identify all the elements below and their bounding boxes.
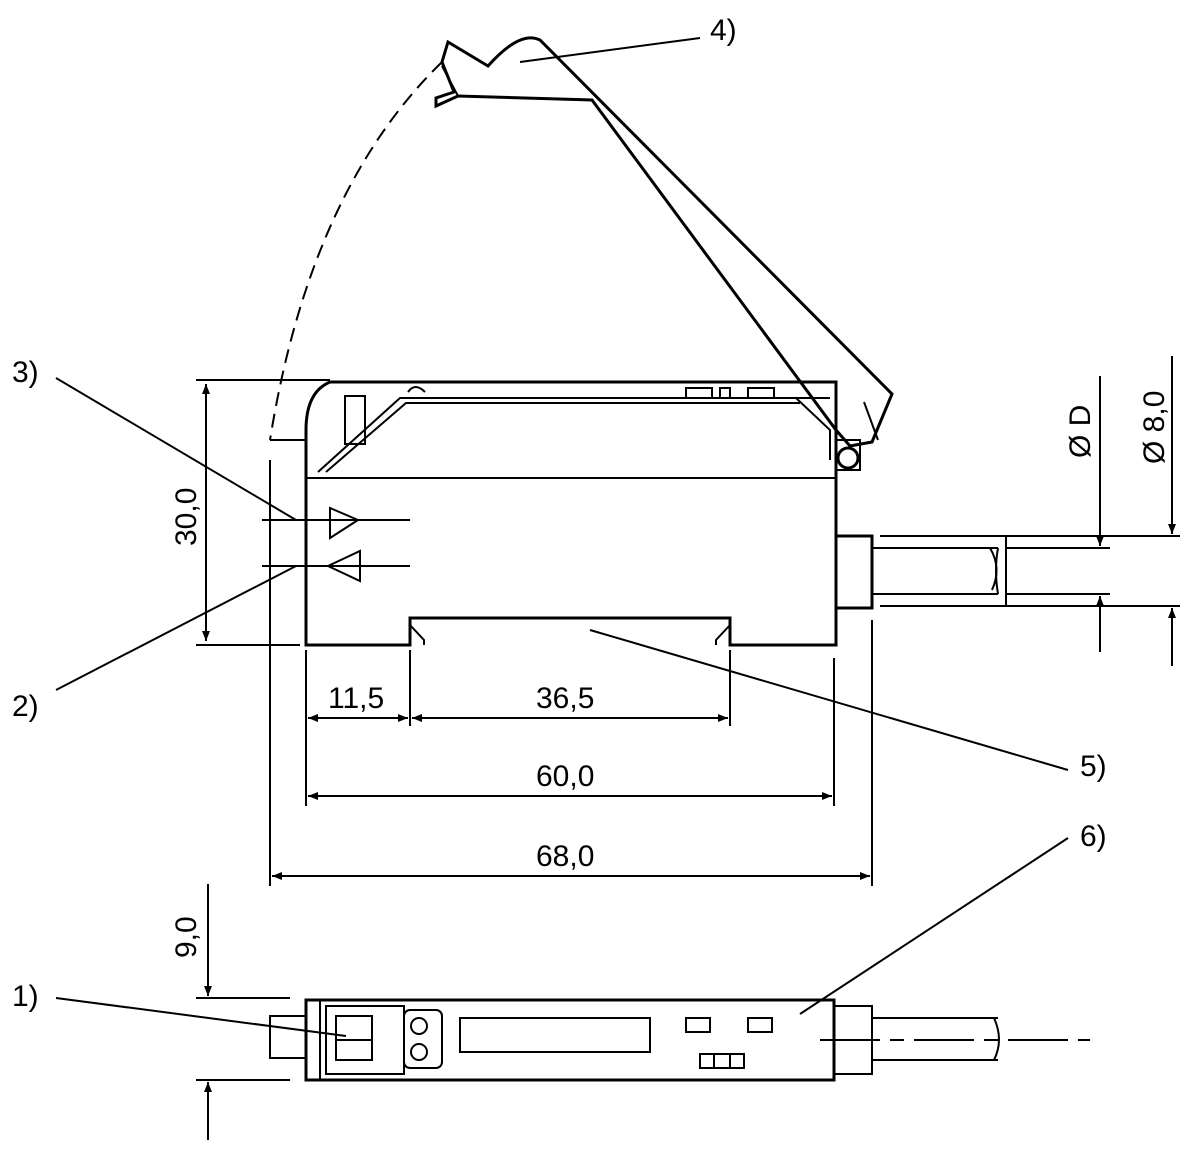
dimension-labels: 30,0 11,5 36,5 60,0 68,0 9,0 Ø D Ø 8,0: [170, 391, 1171, 958]
dim-36-5-label: 36,5: [536, 682, 594, 715]
optical-axis-symbols: [262, 506, 410, 583]
leader-lines: [55, 37, 1069, 1037]
cable-side-view: [834, 534, 1180, 610]
dimension-lines: [196, 356, 1176, 1140]
callout-1: 1): [12, 980, 39, 1013]
callout-4: 4): [710, 14, 737, 47]
dim-68-label: 68,0: [536, 840, 594, 873]
housing-side-view: [304, 380, 861, 647]
callout-5: 5): [1080, 750, 1107, 783]
callout-6: 6): [1080, 820, 1107, 853]
dim-30-label: 30,0: [170, 488, 203, 546]
housing-top-view: [269, 998, 1090, 1082]
callout-3: 3): [12, 356, 39, 389]
dim-11-5-label: 11,5: [328, 682, 384, 715]
callout-2: 2): [12, 690, 39, 723]
dim-diameter-d-label: Ø D: [1064, 405, 1097, 458]
cover-flap: [269, 36, 894, 448]
callout-labels: 3) 2) 4) 5) 6) 1): [12, 14, 1107, 1013]
dim-9-label: 9,0: [170, 916, 203, 958]
dim-60-label: 60,0: [536, 760, 594, 793]
dim-diameter-8-label: Ø 8,0: [1138, 391, 1171, 464]
